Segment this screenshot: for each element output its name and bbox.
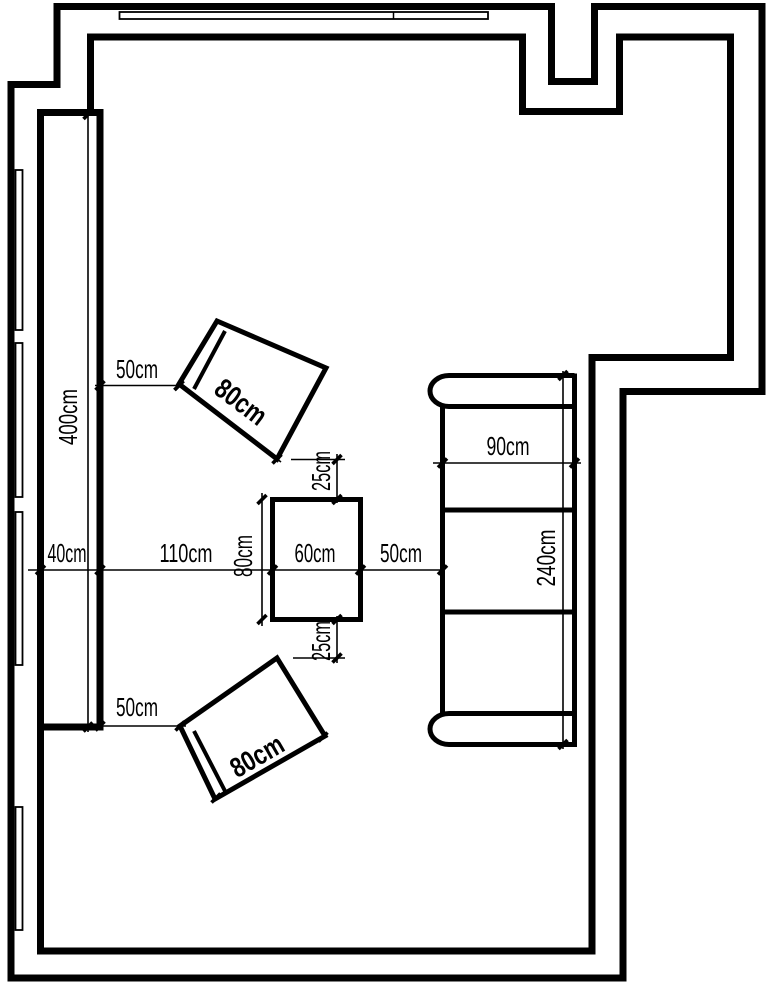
dim-tick [256, 613, 268, 626]
dim-tick [94, 720, 106, 732]
couch [427, 373, 577, 747]
chair-bottom-backrest [192, 730, 227, 792]
label-top-chair-gap: 50cm [116, 354, 158, 384]
dim-tick [331, 613, 343, 626]
outer-wall [7, 3, 766, 982]
dim-tick [94, 564, 106, 576]
dim-tick [82, 108, 94, 121]
dim-tick [173, 379, 185, 392]
dim-tick [557, 369, 569, 382]
dim-tick [256, 493, 268, 506]
couch-armrest-bottom [427, 711, 575, 747]
dim-tick [94, 379, 106, 392]
window-left-4 [14, 806, 24, 931]
label-top-chair-to-table: 25cm [306, 451, 336, 491]
walls [7, 3, 766, 982]
dim-line-top-chair-size [176, 382, 282, 463]
window-left-3 [14, 511, 24, 666]
dim-tick [557, 738, 569, 751]
dim-tick [82, 721, 94, 733]
dim-tick [210, 792, 222, 804]
window-left-1 [14, 169, 24, 331]
dim-tick [317, 731, 329, 743]
inner-wall [37, 33, 734, 955]
label-couch-depth: 90cm [487, 431, 530, 461]
label-table-to-couch-gap: 50cm [380, 538, 422, 568]
couch-armrest-top [427, 373, 575, 409]
chair-top-seat [175, 317, 330, 463]
label-bottom-chair-to-table: 25cm [306, 621, 336, 661]
dim-tick [436, 457, 449, 469]
dim-tick [331, 453, 343, 466]
dimension-ticks [34, 108, 581, 804]
chair-top [175, 317, 330, 463]
dim-tick [568, 457, 581, 469]
furniture [175, 317, 577, 803]
window-left-2 [14, 342, 24, 498]
dim-tick [174, 720, 186, 732]
label-table-depth: 80cm [228, 535, 258, 577]
window-top [118, 11, 489, 20]
dim-tick [271, 453, 283, 465]
dim-tick [436, 564, 449, 576]
dim-tick [266, 564, 279, 576]
windows [14, 11, 489, 931]
label-table-width: 60cm [295, 538, 336, 568]
dim-tick [331, 493, 343, 506]
label-couch-length: 240cm [531, 530, 561, 587]
sideboard [37, 109, 104, 731]
dim-line-bottom-chair-size [213, 734, 328, 800]
chair-top-backrest [192, 330, 227, 390]
dim-tick [34, 564, 47, 576]
label-left-wall-length: 400cm [53, 389, 83, 445]
dining-table [270, 497, 363, 622]
label-sideboard-to-table: 110cm [160, 538, 213, 568]
dim-tick [354, 564, 367, 576]
label-sideboard-depth: 40cm [48, 538, 87, 568]
dim-tick [331, 652, 343, 664]
label-bottom-chair-gap: 50cm [116, 692, 158, 722]
